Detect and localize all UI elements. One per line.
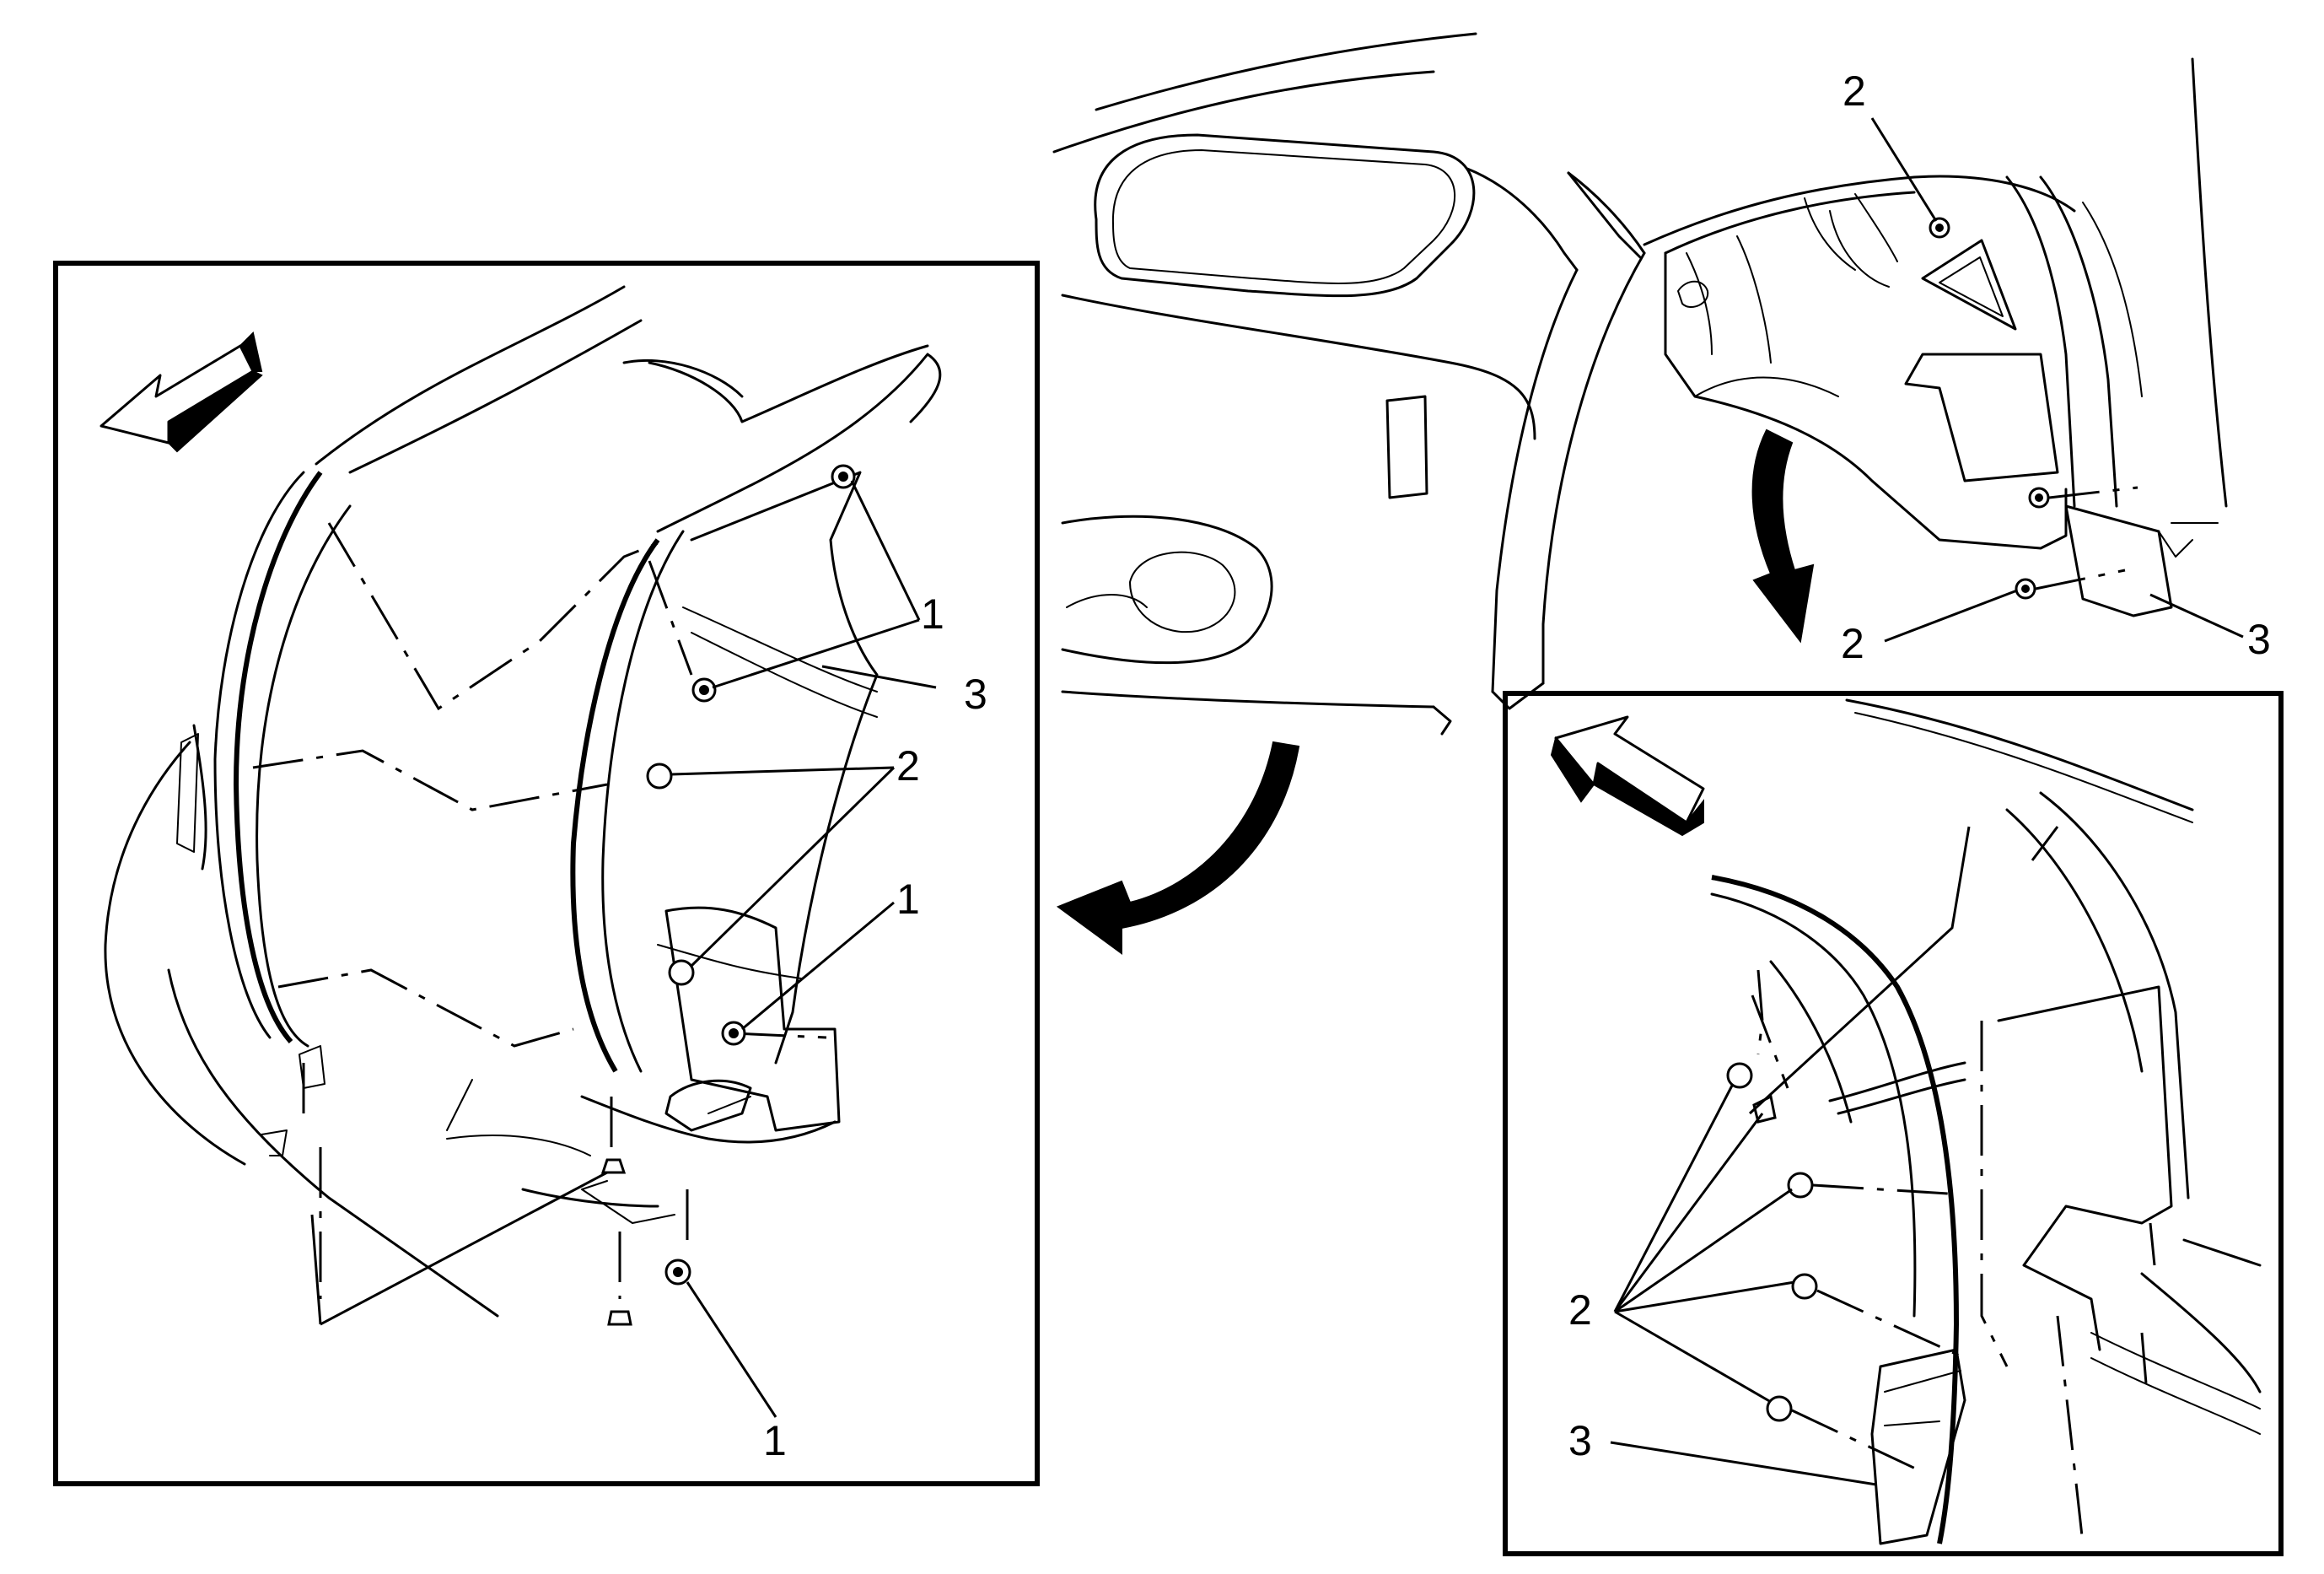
right-fastener-2-c	[1791, 1273, 1818, 1300]
left-fastener-1-upper	[691, 677, 717, 703]
right-fastener-2-top	[1726, 1062, 1753, 1089]
left-fastener-1-bottom	[664, 1259, 691, 1286]
left-callout-2: 2	[896, 742, 920, 790]
main-callout-3: 3	[2247, 616, 2271, 663]
left-inset-frame	[53, 261, 1040, 1486]
view-arrow-to-left-inset	[1056, 741, 1300, 955]
right-fastener-2-d	[1766, 1395, 1793, 1422]
main-callout-2-top: 2	[1843, 67, 1866, 115]
left-inset: 1 3 2 1 1	[53, 261, 1040, 1486]
left-fastener-2-upper	[646, 763, 673, 790]
right-inset-frame	[1503, 691, 2284, 1556]
right-callout-2: 2	[1568, 1286, 1592, 1334]
left-fastener-1-top	[831, 464, 856, 489]
left-fastener-lower-b	[607, 1310, 632, 1326]
left-callout-1-bottom: 1	[763, 1417, 787, 1464]
main-callout-2-bottom: 2	[1841, 620, 1864, 667]
left-callout-3: 3	[964, 671, 987, 718]
left-callout-1-middle: 1	[896, 876, 920, 923]
right-fastener-2-b	[1787, 1172, 1814, 1199]
left-fastener-2-lower	[668, 959, 695, 986]
right-callout-3: 3	[1568, 1417, 1592, 1464]
left-fastener-lower-a	[600, 1158, 627, 1174]
view-arrow-to-right-inset	[1751, 429, 1815, 644]
forward-direction-arrow-left	[100, 332, 263, 453]
right-inset: 2 3	[1503, 691, 2284, 1556]
forward-direction-arrow-right	[1550, 715, 1705, 837]
main-vehicle-view: 2 2 3	[1052, 32, 2271, 955]
left-fastener-1-middle	[721, 1021, 746, 1046]
left-callout-1-top: 1	[921, 590, 944, 638]
